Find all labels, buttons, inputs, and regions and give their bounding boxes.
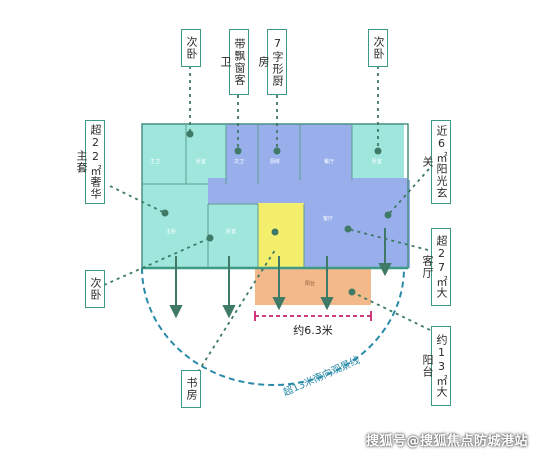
blue-zone-corridor (208, 178, 408, 204)
room-label-kitchen: 厨房 (270, 158, 280, 165)
room-label-balcony: 阳台 (305, 280, 315, 287)
room-label-bedroom-a: 卧室 (196, 158, 206, 165)
callout-master-suite: 超22㎡奢华主套 (75, 120, 105, 204)
callout-secondary-bedroom-right: 次卧 (368, 29, 388, 67)
callout-balcony: 约13㎡大阳台 (421, 326, 451, 406)
room-label-master-bath: 主卫 (150, 158, 160, 165)
callout-guest-bath-bay-window: 带飘窗客卫 (219, 29, 249, 95)
room-label-dining: 餐厅 (324, 158, 334, 165)
leader-lines (103, 66, 431, 373)
blue-zone-top (226, 124, 352, 184)
view-arrows (169, 228, 392, 319)
callout-study: 书房 (181, 370, 201, 408)
callout-secondary-bedroom-left: 次卧 (85, 270, 105, 308)
balcony-width-label: 约6.3米 (293, 324, 333, 337)
watermark: 搜狐号@搜狐焦点防城港站 (365, 434, 528, 449)
callout-seven-shape-kitchen: 7字形厨房 (257, 29, 287, 95)
room-label-bedroom-c: 卧室 (226, 228, 236, 235)
callout-living-room: 超27㎡大客厅 (421, 228, 451, 306)
room-label-bedroom-b: 卧室 (372, 158, 382, 165)
view-arc (141, 267, 405, 386)
balcony-width-measure: 约6.3米 (254, 311, 372, 337)
room-label-secondary-bath: 次卫 (234, 158, 244, 165)
room-label-living: 客厅 (323, 215, 333, 222)
callout-entrance: 近6㎡阳光玄关 (421, 120, 451, 204)
anchor-dots (161, 130, 392, 296)
view-arc-label: 超13米南向观景线 (281, 353, 362, 399)
room-label-master-bedroom: 主卧 (166, 228, 176, 235)
yellow-zone-study (258, 203, 304, 267)
callout-secondary-bedroom-top: 次卧 (181, 29, 201, 67)
